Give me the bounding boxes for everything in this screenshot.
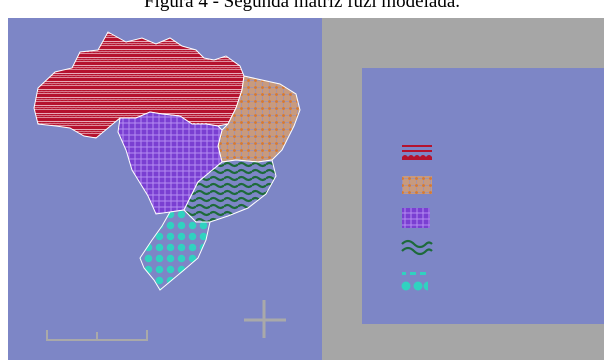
legend-swatch-southeast [401,239,433,256]
region-southeast [183,159,277,223]
legend-swatch-south [401,268,432,292]
scale-bar-icon [46,330,148,341]
legend-swatch-north [402,142,432,160]
figure-caption: Figura 4 - Segunda matriz fuzi modelada. [0,0,604,18]
figure-caption-text: Figura 4 - Segunda matriz fuzi modelada. [143,0,461,12]
brazil-map [33,31,301,291]
north-arrow-cross-icon [244,300,286,338]
region-south [139,209,211,291]
legend-swatch-center-west [402,208,430,228]
legend-swatch-northeast [402,176,432,194]
legend [401,142,433,292]
